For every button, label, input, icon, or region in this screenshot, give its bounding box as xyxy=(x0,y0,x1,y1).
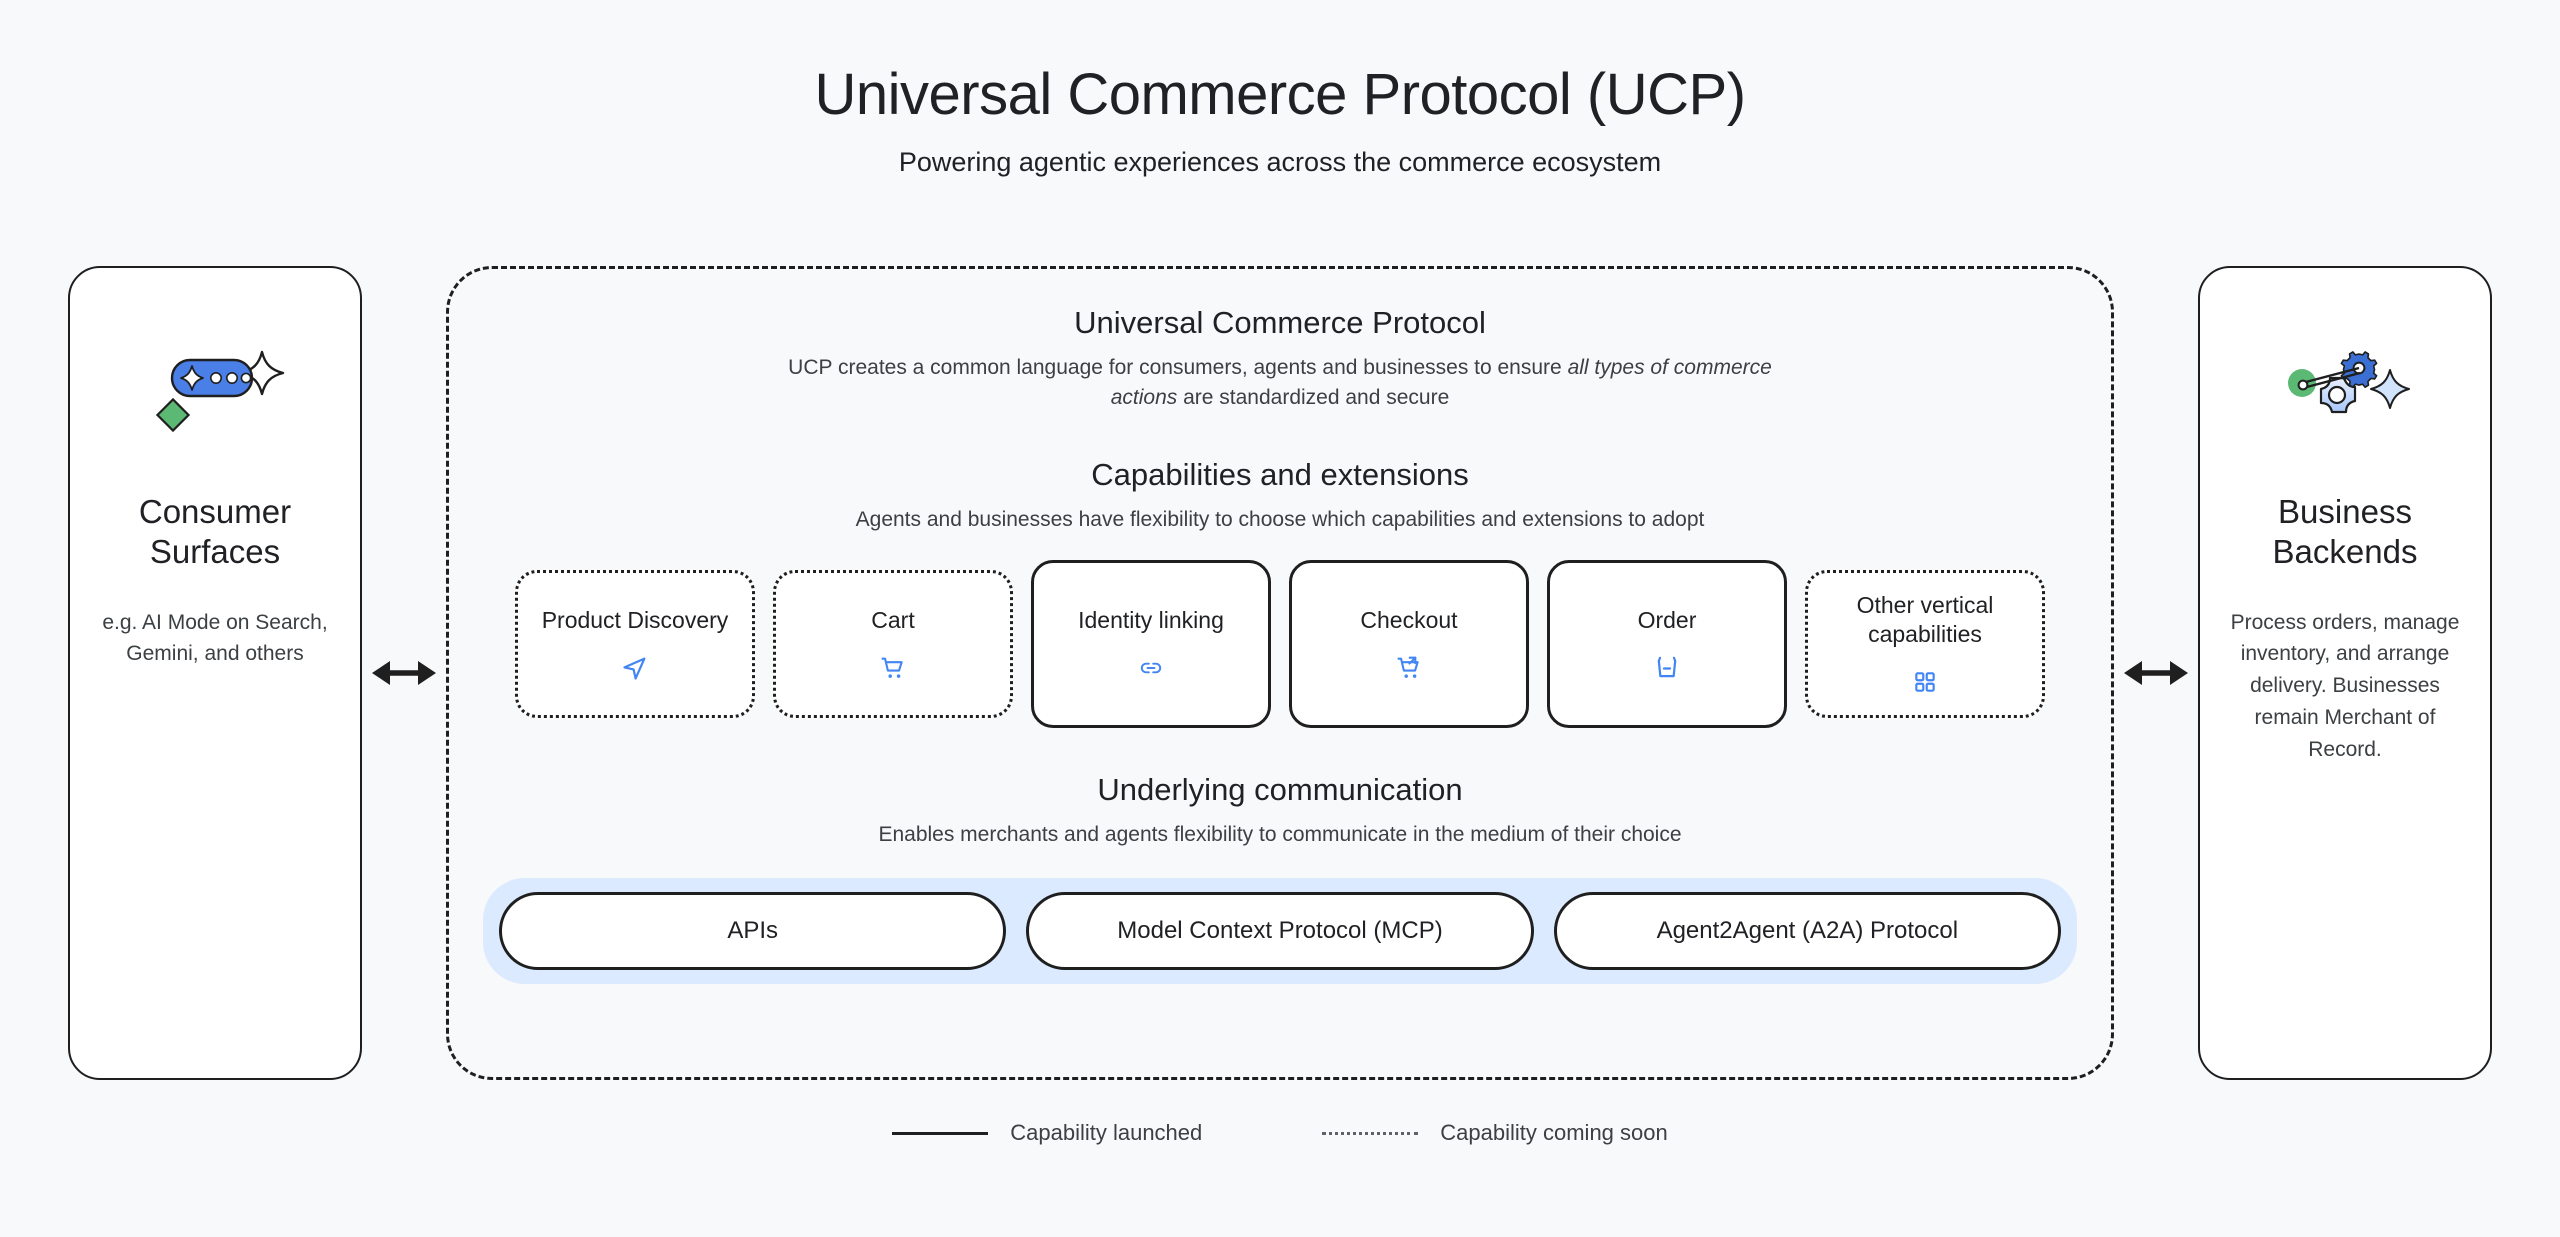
business-backends-title: Business Backends xyxy=(2272,493,2418,571)
page-subtitle: Powering agentic experiences across the … xyxy=(898,146,1662,177)
page-title: Universal Commerce Protocol (UCP) xyxy=(814,62,1746,127)
capability-card-checkout[interactable]: Checkout xyxy=(1289,560,1529,729)
link-icon xyxy=(1136,653,1166,683)
ucp-container: Universal Commerce Protocol UCP creates … xyxy=(446,266,2114,1080)
capability-card-identity-linking[interactable]: Identity linking xyxy=(1031,560,1271,729)
communication-band: APIs Model Context Protocol (MCP) Agent2… xyxy=(483,878,2077,985)
capability-card-row: Product Discovery Cart xyxy=(483,560,2077,729)
communication-title: Underlying communication xyxy=(1097,772,1463,808)
business-backends-panel: Business Backends Process orders, manage… xyxy=(2198,266,2492,1080)
capability-label: Product Discovery xyxy=(541,606,729,633)
dotted-line-swatch xyxy=(1322,1131,1419,1135)
legend-label: Capability launched xyxy=(1010,1120,1203,1145)
capability-label: Cart xyxy=(871,606,915,633)
bidirectional-arrow-icon xyxy=(2124,661,2188,685)
protocol-pill-apis[interactable]: APIs xyxy=(499,892,1007,971)
ai-chat-sparkle-icon xyxy=(140,342,290,448)
business-backends-description: Process orders, manage inventory, and ar… xyxy=(2230,610,2460,762)
legend-item-launched: Capability launched xyxy=(892,1120,1202,1146)
protocol-pill-a2a[interactable]: Agent2Agent (A2A) Protocol xyxy=(1553,892,2061,971)
diagram-stage: Consumer Surfaces e.g. AI Mode on Search… xyxy=(68,266,2492,1080)
capability-label: Other vertical capabilities xyxy=(1856,592,1994,648)
header: Universal Commerce Protocol (UCP) Poweri… xyxy=(0,62,2560,178)
ucp-description: UCP creates a common language for consum… xyxy=(760,353,1800,413)
capabilities-title: Capabilities and extensions xyxy=(1091,456,1469,492)
cart-checkout-icon xyxy=(1394,653,1424,683)
consumer-surfaces-title: Consumer Surfaces xyxy=(138,493,292,571)
right-arrow-connector xyxy=(2114,266,2198,1080)
consumer-surfaces-description: e.g. AI Mode on Search, Gemini, and othe… xyxy=(102,610,328,666)
capability-label: Order xyxy=(1637,606,1697,633)
solid-line-swatch xyxy=(892,1131,989,1135)
gears-sparkle-icon xyxy=(2270,342,2420,448)
legend: Capability launched Capability coming so… xyxy=(0,1120,2560,1146)
navigation-arrow-icon xyxy=(620,653,650,683)
communication-description: Enables merchants and agents flexibility… xyxy=(878,823,1682,847)
shopping-cart-icon xyxy=(878,653,908,683)
capability-label: Checkout xyxy=(1360,606,1458,633)
capability-card-order[interactable]: Order xyxy=(1547,560,1787,729)
capability-card-cart[interactable]: Cart xyxy=(773,570,1013,719)
ucp-title: Universal Commerce Protocol xyxy=(1074,305,1486,340)
bidirectional-arrow-icon xyxy=(372,661,436,685)
protocol-pill-mcp[interactable]: Model Context Protocol (MCP) xyxy=(1026,892,1534,971)
legend-label: Capability coming soon xyxy=(1440,1120,1668,1145)
ucp-description-part1: UCP creates a common language for consum… xyxy=(788,356,1568,379)
left-arrow-connector xyxy=(362,266,446,1080)
package-box-icon xyxy=(1652,653,1682,683)
capability-label: Identity linking xyxy=(1078,606,1224,633)
grid-squares-icon xyxy=(1910,667,1940,697)
ucp-description-part2: are standardized and secure xyxy=(1177,385,1450,409)
capabilities-description: Agents and businesses have flexibility t… xyxy=(855,507,1705,531)
consumer-surfaces-panel: Consumer Surfaces e.g. AI Mode on Search… xyxy=(68,266,362,1080)
capability-card-other-vertical[interactable]: Other vertical capabilities xyxy=(1805,570,2045,719)
capability-card-product-discovery[interactable]: Product Discovery xyxy=(515,570,755,719)
ucp-description-emphasis: all types of commerce actions xyxy=(1110,356,1772,409)
legend-item-coming-soon: Capability coming soon xyxy=(1322,1120,1668,1146)
